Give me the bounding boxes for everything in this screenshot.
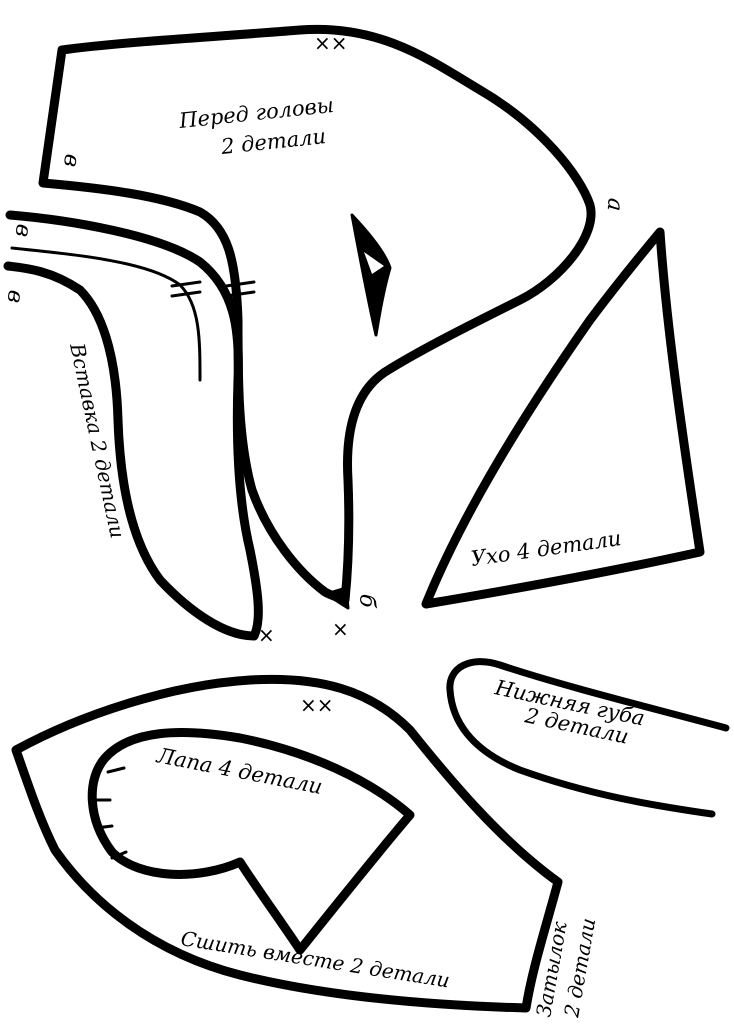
- head-front-single-cross: ×: [332, 617, 349, 641]
- notch-fill-mark: [324, 586, 350, 610]
- paw-outline: [87, 728, 415, 955]
- head-front-letter-v: в: [58, 152, 85, 169]
- insert-letter-v-bottom: в: [1, 288, 28, 305]
- insert-outline: [3, 210, 263, 641]
- ear-piece: Ухо 4 детали: [421, 227, 705, 609]
- head-front-letter-a: а: [602, 197, 628, 212]
- head-front-double-cross: ××: [314, 31, 348, 55]
- lower-lip-outline: [446, 658, 730, 818]
- eye-slit-mark: [350, 213, 392, 337]
- head-front-letter-b: б: [354, 593, 380, 609]
- insert-seam-ticks-left: [170, 280, 202, 298]
- insert-seam-ticks-right: [224, 280, 256, 298]
- ear-label: Ухо 4 детали: [469, 526, 622, 571]
- lower-lip-piece: Нижняя губа 2 детали: [446, 658, 730, 818]
- nape-double-cross: ××: [300, 693, 334, 717]
- insert-single-cross: ×: [258, 623, 275, 647]
- ear-outline: [421, 227, 705, 609]
- paw-piece: Лапа 4 детали: [87, 728, 415, 955]
- insert-seam-line: [10, 246, 202, 382]
- head-front-count: 2 детали: [219, 124, 327, 159]
- nape-piece: ×× Сшить вместе 2 детали Затылок 2 детал…: [11, 674, 600, 1020]
- nape-outline: [11, 674, 563, 1013]
- insert-letter-v-top: в: [9, 222, 36, 239]
- paw-claw-marks: [92, 766, 128, 860]
